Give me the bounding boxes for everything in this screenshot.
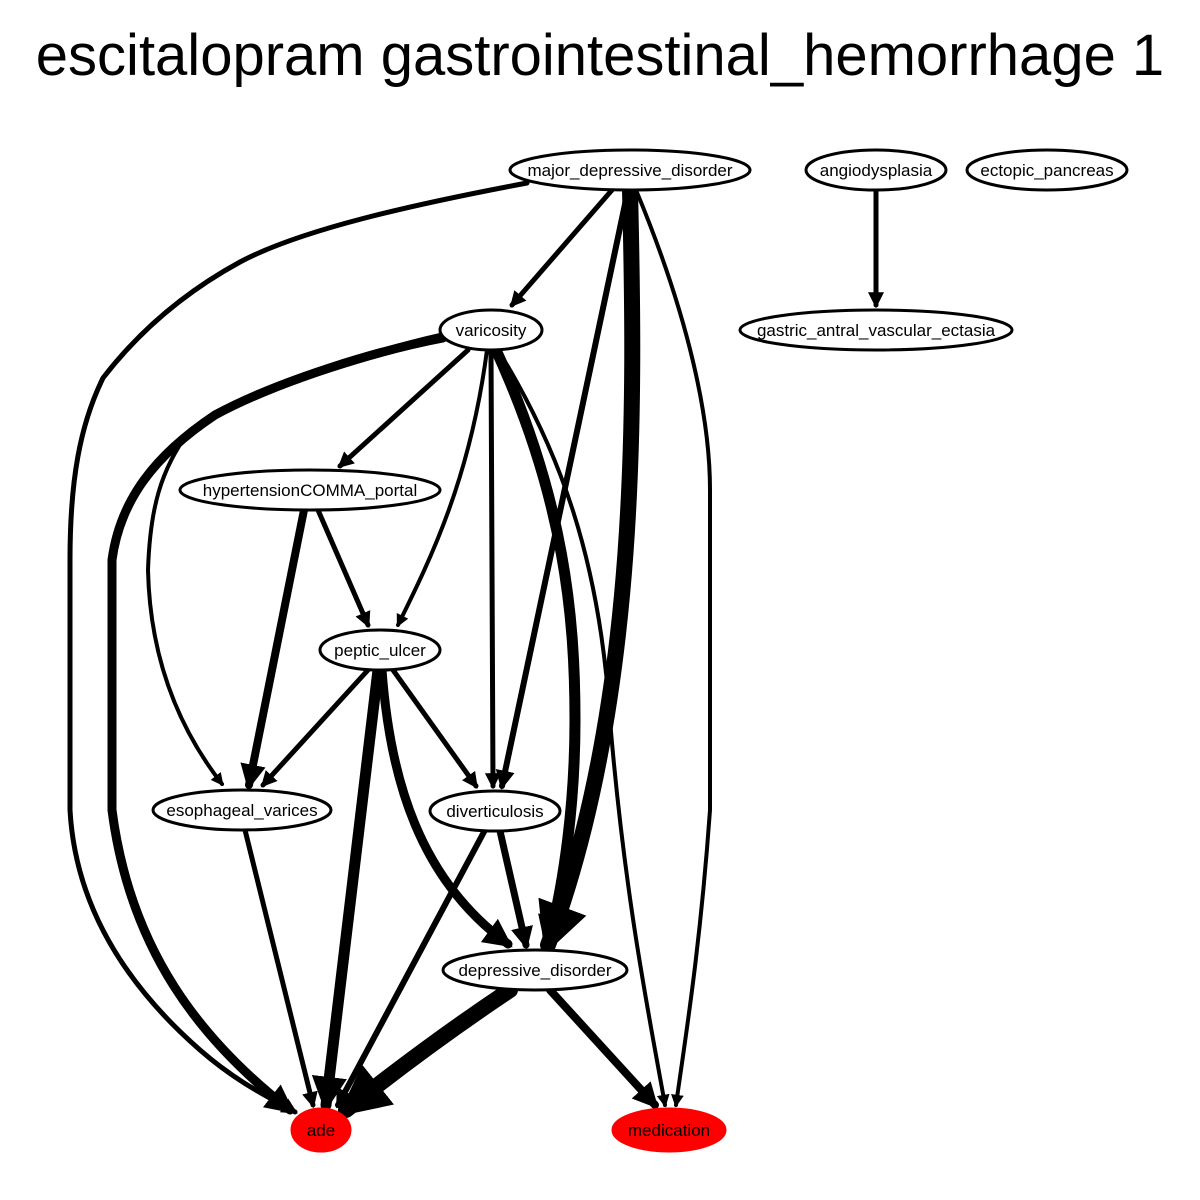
edge-diverticulosis-to-depressive-disorder (496, 827, 533, 950)
edge-depressive-disorder-to-medication (546, 986, 659, 1109)
node-gastric-antral-vascular-ectasia: gastric_antral_vascular_ectasia (738, 308, 1014, 352)
node-shape-peptic-ulcer (318, 628, 442, 672)
node-esophageal-varices: esophageal_varices (151, 788, 333, 832)
edge-peptic-ulcer-to-diverticulosis (390, 667, 479, 789)
node-label-ade: ade (307, 1121, 335, 1140)
nodes-layer: major_depressive_disorder angiodysplasia e… (151, 148, 1129, 1153)
node-hypertension-portal: hypertensionCOMMA_portal (178, 468, 442, 512)
node-label-diverticulosis: diverticulosis (446, 802, 543, 821)
edge-esophageal-varices-to-ade (242, 827, 318, 1109)
edge-varicosity-to-ade (107, 333, 448, 1115)
edge-hypertension-portal-to-esophageal-varices (240, 506, 308, 791)
node-shape-major-depressive-disorder (508, 148, 752, 192)
node-label-peptic-ulcer: peptic_ulcer (334, 641, 426, 660)
edge-varicosity-to-medication (496, 348, 670, 1108)
edge-peptic-ulcer-to-ade (311, 664, 384, 1112)
edge-peptic-ulcer-to-depressive-disorder (377, 665, 513, 949)
edge-varicosity-to-diverticulosis (484, 347, 501, 790)
edge-major-depressive-disorder-to-varicosity (509, 187, 615, 308)
edge-diverticulosis-to-ade (335, 827, 488, 1109)
node-shape-medication (611, 1107, 727, 1153)
node-label-varicosity: varicosity (456, 321, 527, 340)
node-peptic-ulcer: peptic_ulcer (318, 628, 442, 672)
node-shape-gastric-antral-vascular-ectasia (738, 308, 1014, 352)
node-shape-varicosity (438, 308, 544, 352)
node-diverticulosis: diverticulosis (428, 789, 562, 833)
node-shape-hypertension-portal (178, 468, 442, 512)
node-shape-ectopic-pancreas (965, 148, 1129, 192)
node-shape-esophageal-varices (151, 788, 333, 832)
edge-depressive-disorder-to-ade (337, 982, 518, 1118)
node-label-depressive-disorder: depressive_disorder (458, 961, 611, 980)
node-label-ectopic-pancreas: ectopic_pancreas (980, 161, 1113, 180)
node-label-angiodysplasia: angiodysplasia (820, 161, 933, 180)
edge-varicosity-to-hypertension-portal (337, 347, 471, 469)
node-shape-diverticulosis (428, 789, 562, 833)
node-label-esophageal-varices: esophageal_varices (166, 801, 317, 820)
edge-major-depressive-disorder-to-ade (67, 180, 530, 1115)
edge-major-depressive-disorder-to-medication (634, 188, 712, 1108)
edge-varicosity-to-depressive-disorder (490, 344, 581, 952)
node-ade: ade (290, 1107, 352, 1153)
edge-peptic-ulcer-to-esophageal-varices (260, 667, 371, 788)
node-depressive-disorder: depressive_disorder (441, 948, 629, 992)
node-ectopic-pancreas: ectopic_pancreas (965, 148, 1129, 192)
node-label-gastric-antral-vascular-ectasia: gastric_antral_vascular_ectasia (757, 321, 996, 340)
node-label-medication: medication (628, 1121, 710, 1140)
edge-varicosity-to-peptic-ulcer (396, 348, 489, 628)
node-medication: medication (611, 1107, 727, 1153)
node-shape-depressive-disorder (441, 948, 629, 992)
node-label-hypertension-portal: hypertensionCOMMA_portal (203, 481, 417, 500)
edge-hypertension-portal-to-peptic-ulcer (315, 507, 371, 628)
edge-varicosity-to-esophageal-varices (146, 333, 442, 787)
edges-layer (67, 180, 885, 1118)
node-angiodysplasia: angiodysplasia (804, 148, 948, 192)
node-major-depressive-disorder: major_depressive_disorder (508, 148, 752, 192)
edge-major-depressive-disorder-to-depressive-disorder (538, 182, 641, 955)
node-shape-ade (290, 1107, 352, 1153)
diagram-title: escitalopram gastrointestinal_hemorrhage… (35, 23, 1165, 88)
node-shape-angiodysplasia (804, 148, 948, 192)
node-label-major-depressive-disorder: major_depressive_disorder (527, 161, 732, 180)
node-varicosity: varicosity (438, 308, 544, 352)
